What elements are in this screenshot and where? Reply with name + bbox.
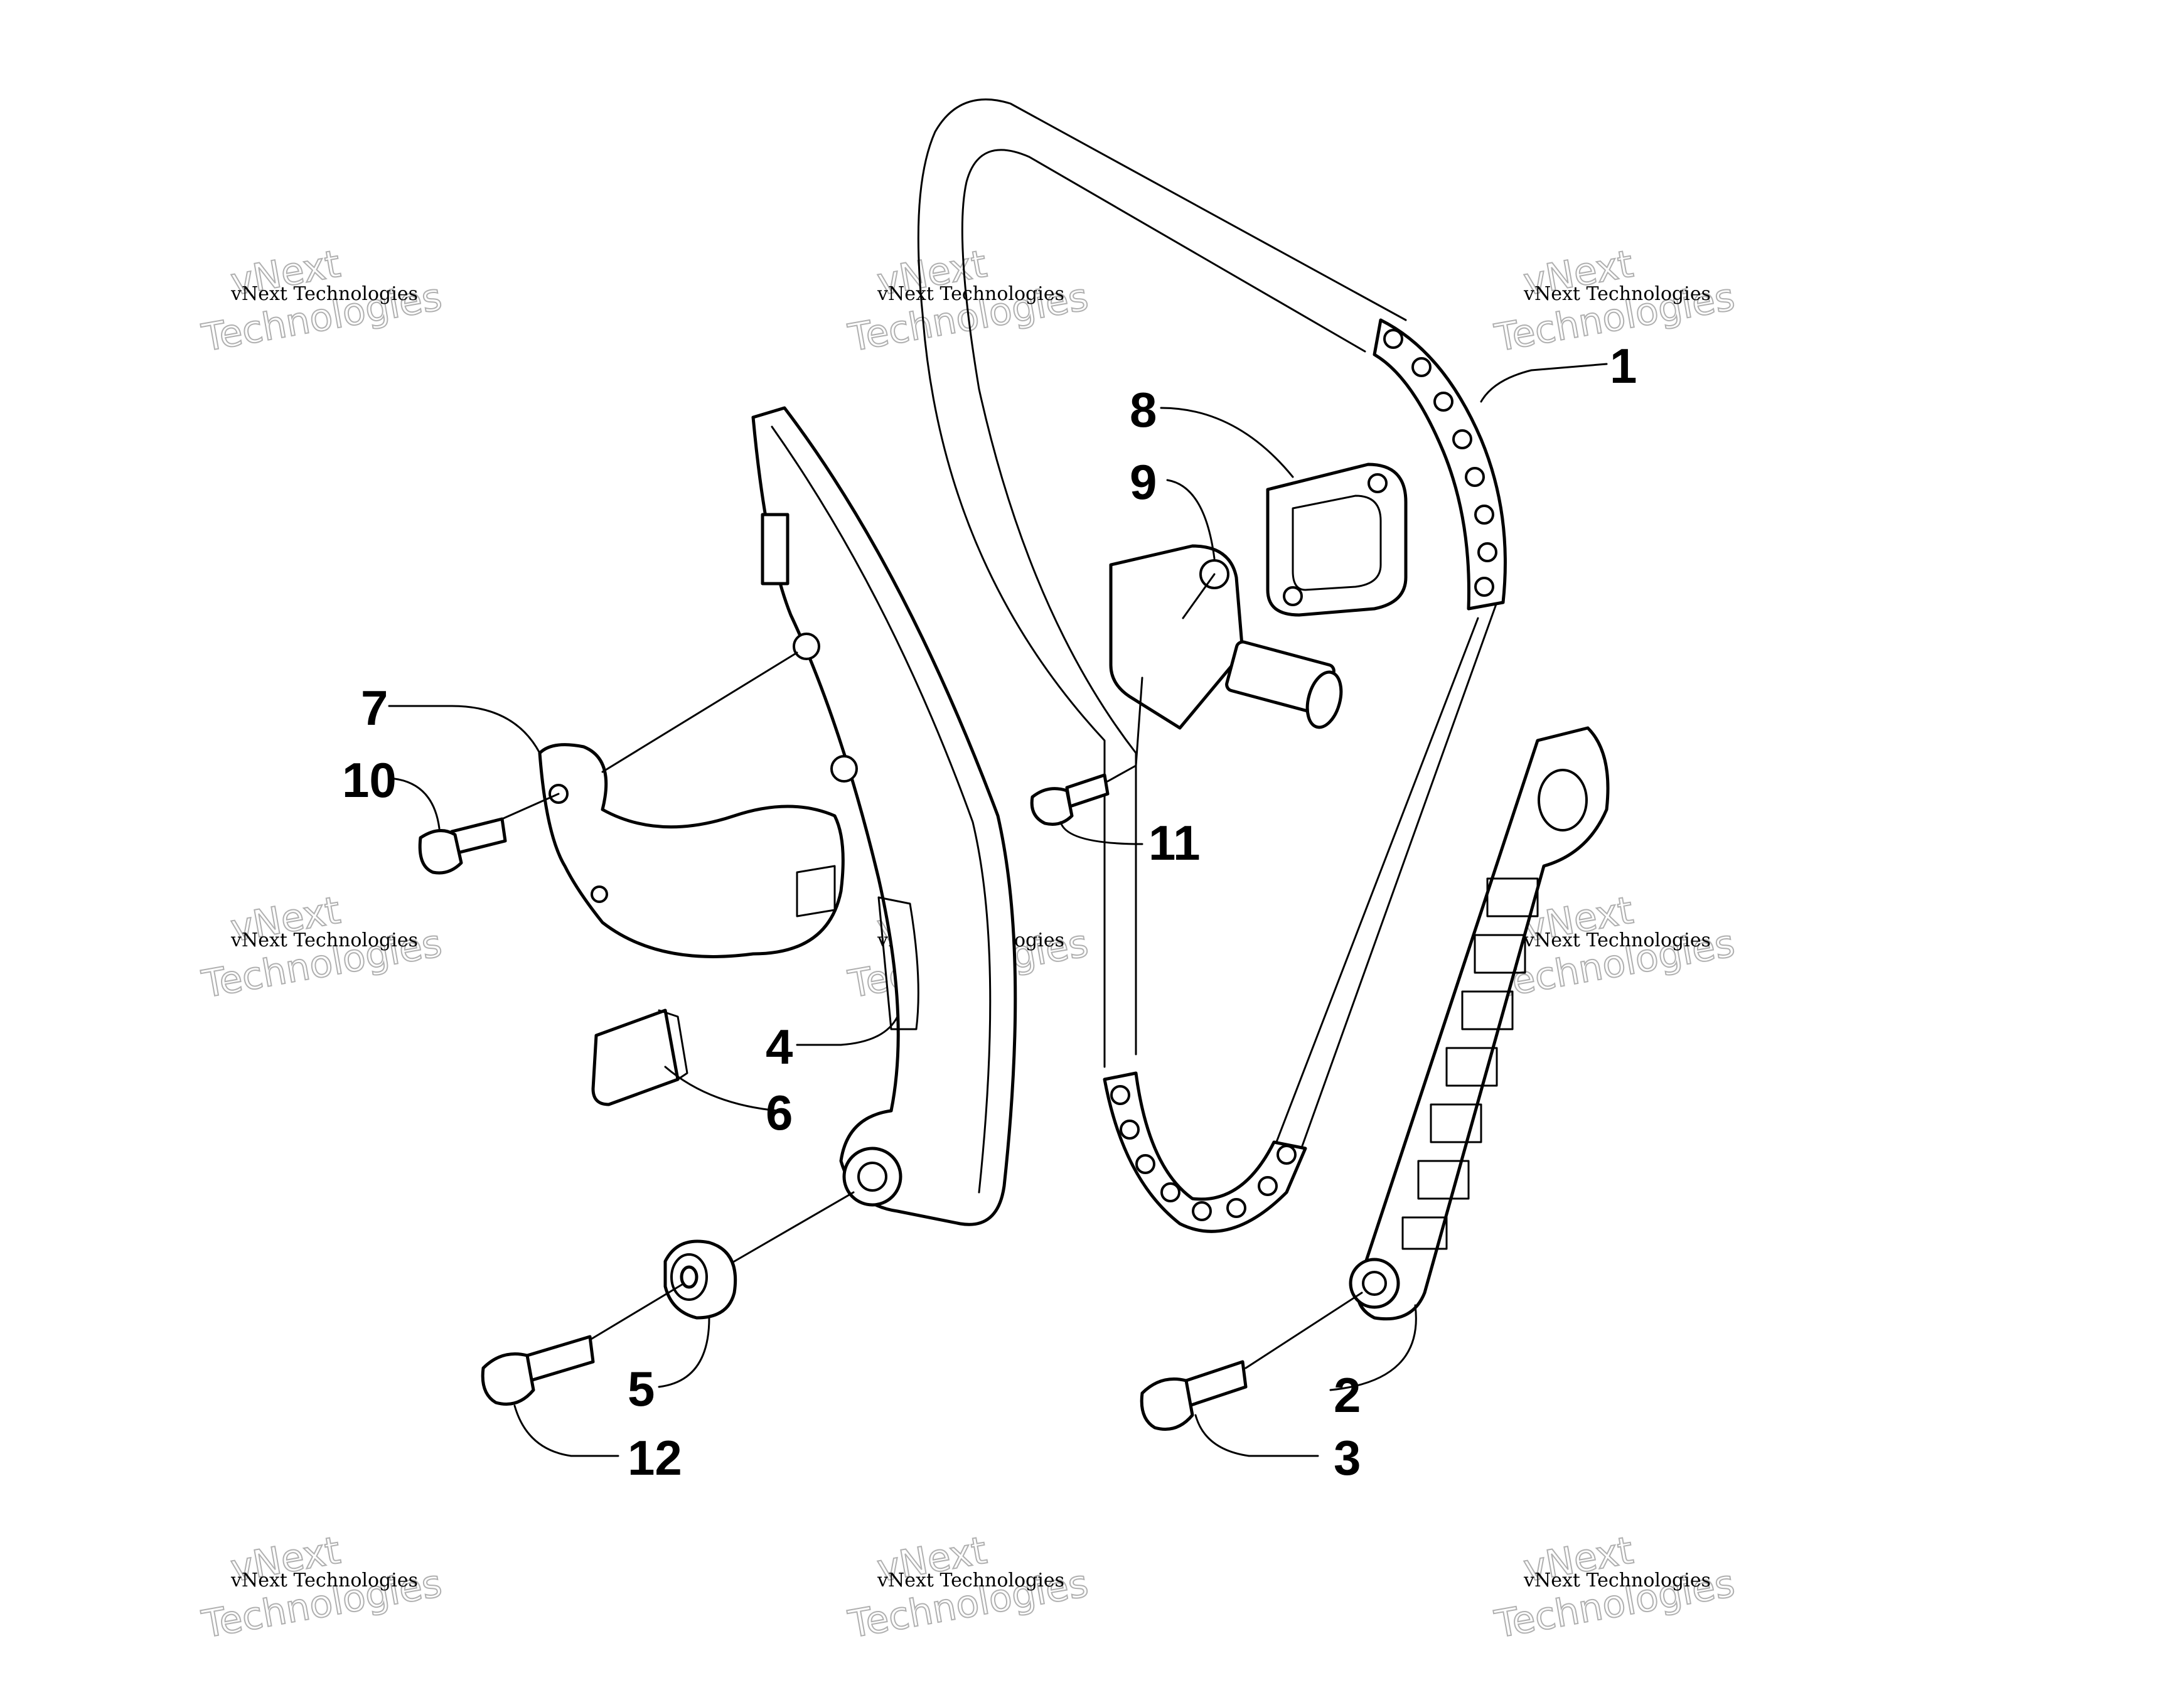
callout-6: 6 [766,1085,793,1140]
watermark-text: vNext Technologies [230,1569,418,1591]
watermark-text: vNext Technologies [1523,283,1711,305]
chain-tensioner [1109,544,1343,730]
bolt-10 [418,817,507,875]
bolt-12 [481,1335,595,1406]
callout-12: 12 [628,1430,682,1485]
leader-lines [388,363,1608,1457]
callout-9: 9 [1130,454,1157,510]
watermark-text: vNext Technologies [1523,1569,1711,1591]
guide-clip [591,1008,688,1106]
chain-lower [1103,1071,1307,1233]
tensioner-guide [751,406,1017,1226]
callout-1: 1 [1610,338,1637,393]
watermark-text: vNext Technologies [230,283,418,305]
callout-5: 5 [628,1361,655,1416]
callout-3: 3 [1334,1430,1361,1485]
callout-7: 7 [361,680,388,735]
watermark-text: vNext Technologies [877,283,1064,305]
watermark-text: vNext Technologies [877,1569,1064,1591]
watermark-text: vNext Technologies [230,929,418,951]
callout-labels: 1 2 3 4 5 6 7 8 9 10 11 12 [342,338,1637,1485]
callout-4: 4 [766,1019,793,1074]
spacer [663,1239,737,1320]
timing-chain [917,99,1507,1233]
callout-11: 11 [1148,815,1200,870]
watermark-text: vNext Technologies [1523,929,1711,951]
callout-8: 8 [1130,382,1157,437]
guide-bracket [538,743,845,958]
callout-2: 2 [1334,1367,1361,1423]
tensioner-gasket [1266,463,1408,617]
callout-10: 10 [342,752,397,808]
chain-guide [1349,726,1610,1321]
bolt-3 [1140,1360,1248,1431]
bolt-11 [1030,773,1110,826]
chain-upper [1373,318,1507,611]
